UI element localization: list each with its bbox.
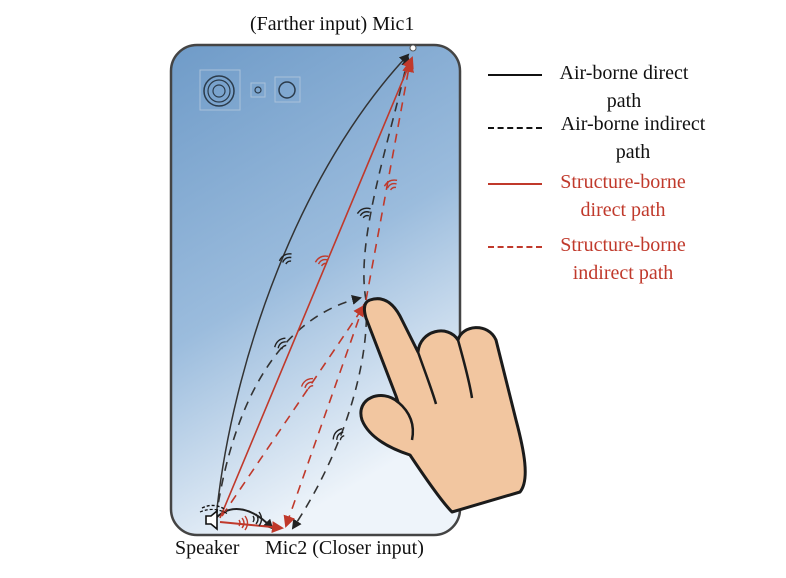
air-borne-indirect-path-3 [291,301,368,530]
sound-wave-icon [383,179,398,191]
sound-wave-icon [278,253,292,265]
sound-wave-icon [274,337,287,350]
legend-text-line2: path [615,141,651,163]
air-borne-direct-path [215,53,410,519]
speaker-icon [199,504,229,531]
air-borne-indirect-path-2 [363,56,412,301]
legend-label-air-indirect: Air-borne indirect path [545,110,721,166]
speaker-label: Speaker [175,537,240,559]
legend-text-line2: path [606,90,642,112]
legend-text-line1: Structure-borne [560,234,686,256]
sound-wave-icon [332,428,345,441]
microphone-icon [409,44,417,52]
camera-icon [199,69,301,111]
structure-borne-indirect-path-1 [221,304,366,517]
legend-text-line2: direct path [580,199,666,221]
sound-wave-icon [238,515,249,531]
structure-borne-indirect-path-3 [283,303,365,528]
sound-wave-icon [300,377,314,390]
legend-text-line1: Structure-borne [560,171,686,193]
air-borne-indirect-path-1 [215,295,362,519]
mic1-label: (Farther input) Mic1 [250,13,415,35]
sound-wave-icon [356,207,371,219]
legend-text-line1: Air-borne direct [559,62,689,84]
legend-text-line1: Air-borne indirect [560,113,706,135]
sound-wave-icon [252,511,263,527]
sound-wave-icon [314,255,329,267]
legend-label-air-direct: Air-borne direct path [545,59,703,115]
structure-borne-direct-mic2-path [219,521,284,534]
legend-label-structure-indirect: Structure-borne indirect path [545,231,701,287]
legend-line-structure-indirect [488,246,542,248]
hand-icon [359,297,527,514]
legend-line-air-direct [488,74,542,76]
legend-line-air-indirect [488,127,542,129]
air-borne-direct-mic2-path [213,508,274,530]
structure-borne-direct-path [219,56,414,519]
legend-text-line2: indirect path [572,262,674,284]
mic2-label: Mic2 (Closer input) [265,537,424,559]
structure-borne-indirect-path-2 [365,60,415,301]
legend-line-structure-direct [488,183,542,185]
legend-label-structure-direct: Structure-borne direct path [545,168,701,224]
